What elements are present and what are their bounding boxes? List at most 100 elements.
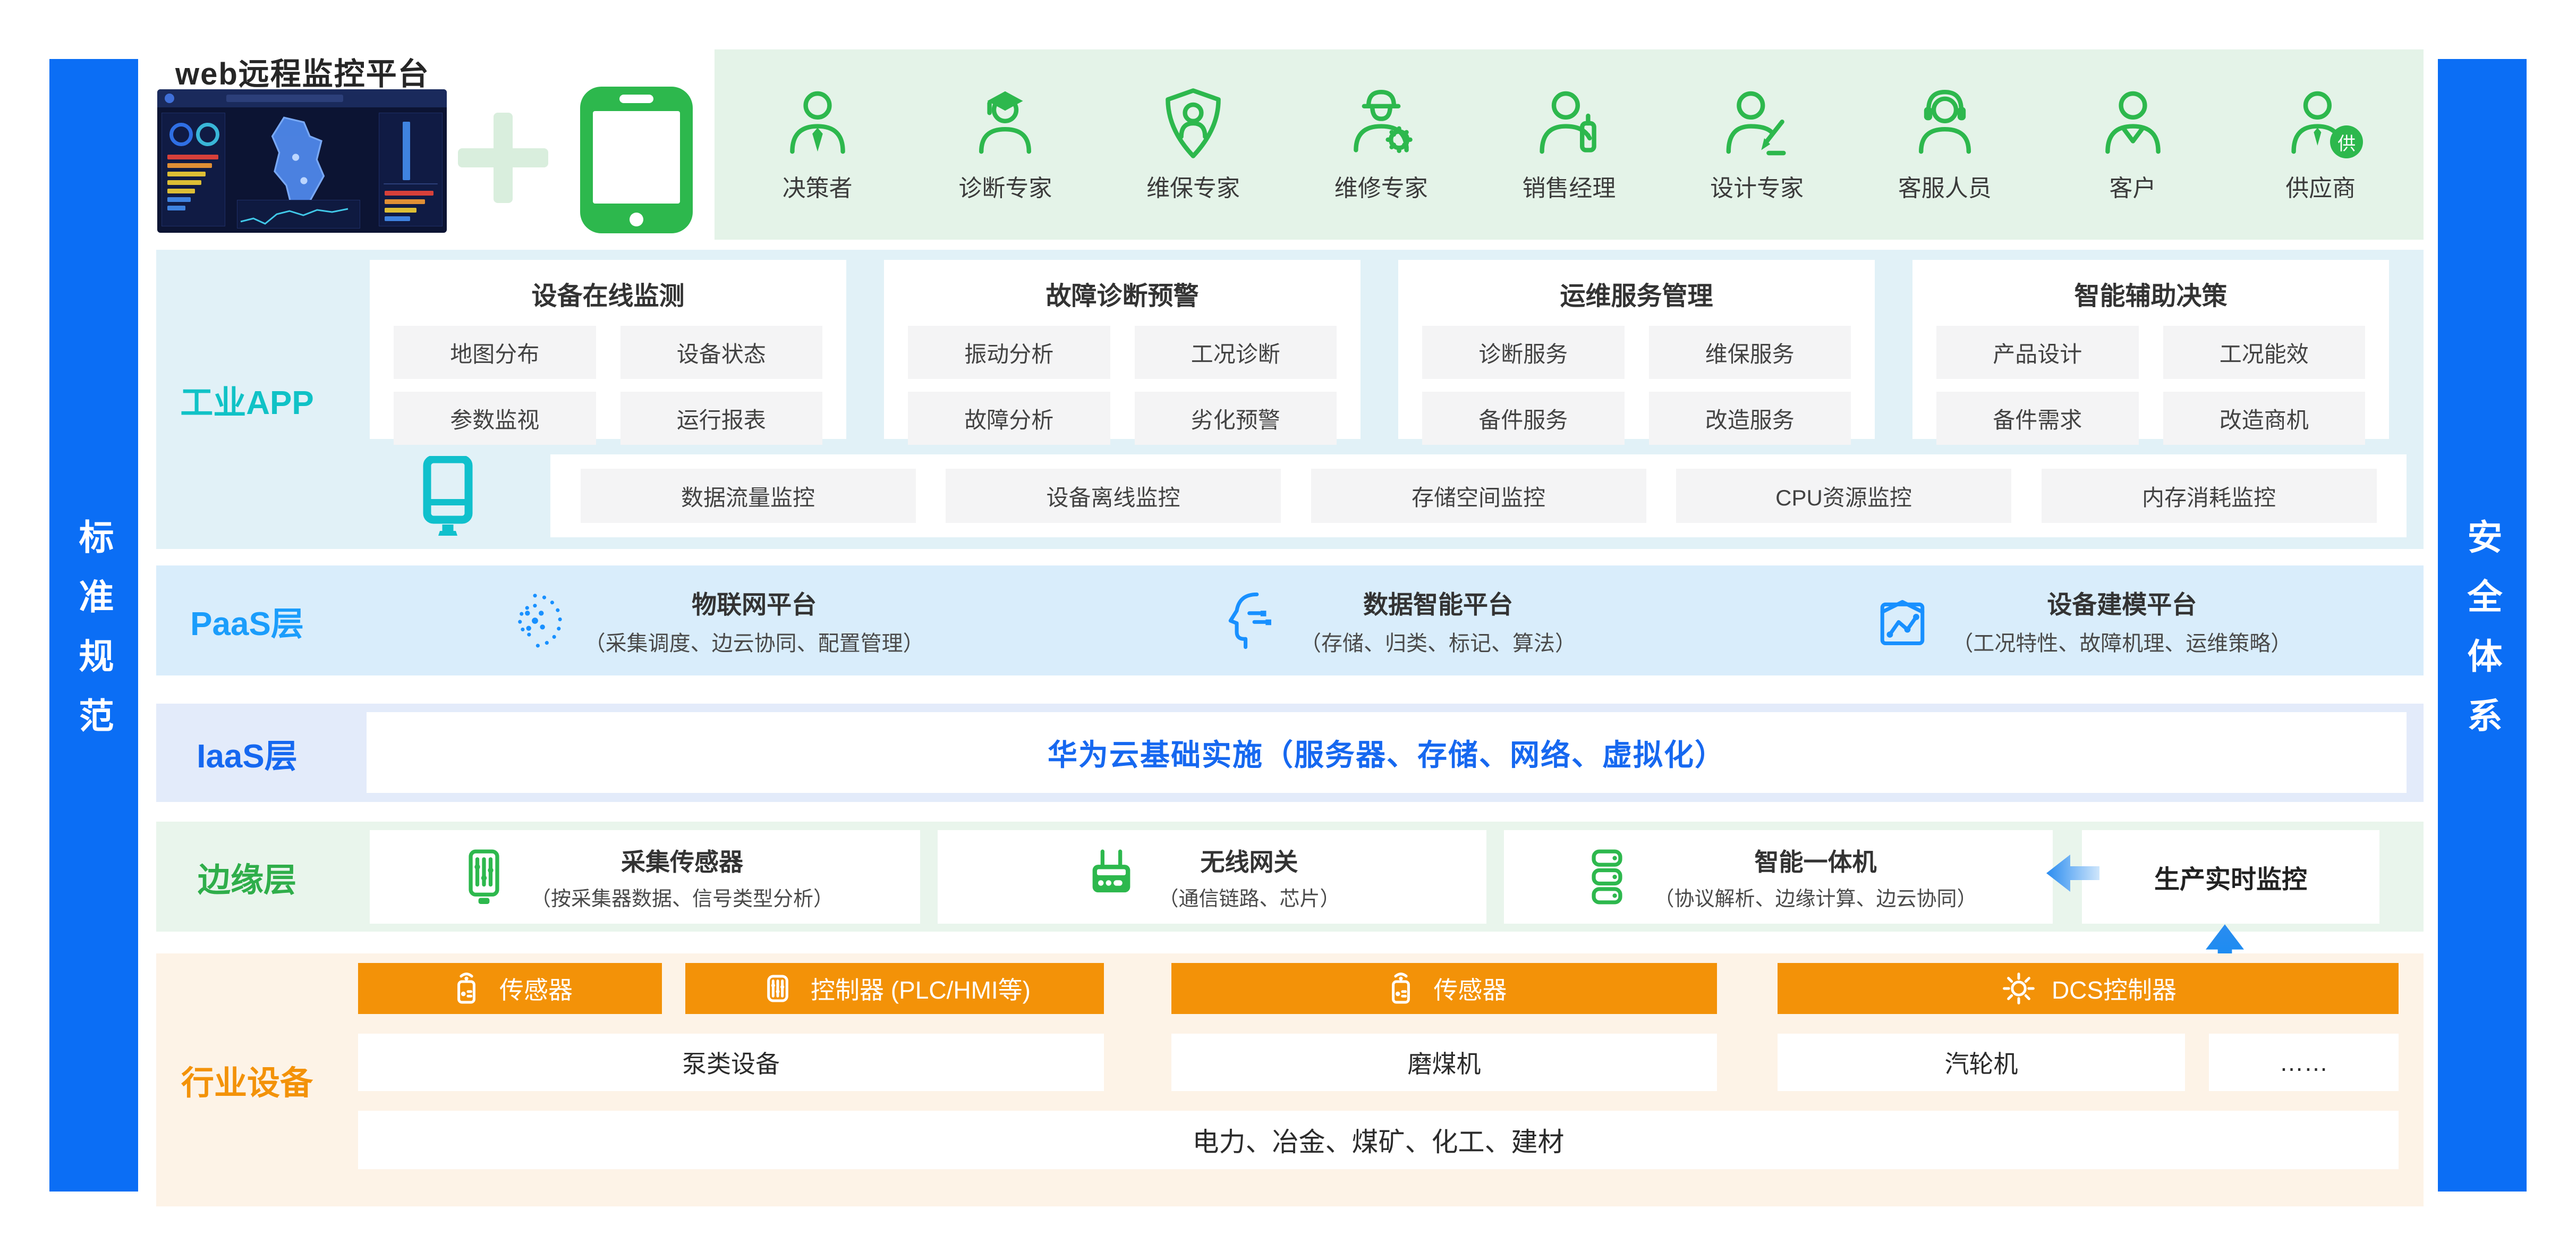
paas-platforms: 物联网平台 （采集调度、边云协同、配置管理） 数据智能平台 （存储、归类、标记、… bbox=[372, 565, 2424, 675]
paas-layer-label: PaaS层 bbox=[190, 605, 304, 643]
edge-layer-label: 边缘层 bbox=[197, 861, 296, 899]
dashboard-column bbox=[403, 122, 410, 180]
platform-subtitle: （存储、归类、标记、算法） bbox=[1299, 632, 1576, 655]
monitor-icon bbox=[423, 456, 473, 536]
design-expert-icon bbox=[1720, 86, 1794, 160]
persona-label: 决策者 bbox=[782, 175, 853, 201]
persona-label: 客服人员 bbox=[1898, 175, 1992, 201]
all-in-one-icon bbox=[1592, 849, 1623, 905]
persona-maintenance-expert: 维保专家 bbox=[1108, 86, 1278, 203]
huawei-cloud-box: 华为云基础实施（服务器、存储、网络、虚拟化） bbox=[367, 712, 2407, 793]
dashboard-bar bbox=[385, 208, 416, 213]
persona-supplier: 供 供应商 bbox=[2235, 86, 2405, 203]
device-layer-label: 行业设备 bbox=[181, 1065, 313, 1102]
node-all-in-one: 智能一体机 （协议解析、边缘计算、边云协同） bbox=[1504, 830, 2053, 924]
device-more: …… bbox=[2209, 1034, 2399, 1091]
group-title: 智能辅助决策 bbox=[2074, 282, 2228, 310]
group-fault-diagnosis: 故障诊断预警 振动分析 工况诊断 故障分析 劣化预警 bbox=[884, 260, 1361, 445]
page-title: web远程监控平台 bbox=[175, 57, 430, 91]
dashboard-bar bbox=[167, 189, 195, 193]
app-item: 劣化预警 bbox=[1134, 392, 1337, 445]
edge-nodes: 采集传感器 （按采集器数据、信号类型分析） 无线网关 （通信链路、芯片） bbox=[370, 830, 2379, 924]
app-item: 设备状态 bbox=[620, 326, 822, 379]
industry-device-layer: 行业设备 传感器 控制器 (PLC/HMI等) 传感器 bbox=[156, 953, 2424, 1206]
app-item: 改造服务 bbox=[1648, 392, 1851, 445]
dashboard-bar bbox=[385, 199, 425, 204]
app-item: 工况能效 bbox=[2163, 326, 2365, 379]
standards-sidebar-label: 标准规范 bbox=[74, 518, 114, 757]
device-steam-turbine: 汽轮机 bbox=[1778, 1034, 2185, 1091]
header-controller: 控制器 (PLC/HMI等) bbox=[685, 963, 1104, 1014]
platform-device-modeling: 设备建模平台 （工况特性、故障机理、运维策略） bbox=[1740, 565, 2424, 675]
node-subtitle: （通信链路、芯片） bbox=[1158, 888, 1340, 910]
app-item: 地图分布 bbox=[394, 326, 596, 379]
app-item: 参数监视 bbox=[394, 392, 596, 445]
persona-label: 维保专家 bbox=[1146, 175, 1240, 201]
maintenance-expert-icon bbox=[1156, 86, 1230, 160]
dashboard-bar bbox=[167, 180, 201, 185]
header-label: DCS控制器 bbox=[2051, 976, 2177, 1004]
service-staff-icon bbox=[1908, 86, 1982, 160]
node-subtitle: （按采集器数据、信号类型分析） bbox=[530, 888, 834, 910]
modeling-icon bbox=[1881, 599, 1925, 645]
header-sensor-2: 传感器 bbox=[1171, 963, 1717, 1014]
persona-label: 诊断专家 bbox=[958, 175, 1052, 201]
dashboard-bar bbox=[167, 163, 212, 168]
app-groups: 设备在线监测 地图分布 设备状态 参数监视 运行报表 故障诊断预警 振动分析 工… bbox=[370, 260, 2389, 445]
dcs-gear-icon bbox=[2003, 973, 2035, 1004]
dashboard-menu bbox=[226, 95, 343, 102]
platform-iot: 物联网平台 （采集调度、边云协同、配置管理） bbox=[372, 565, 1056, 675]
monitor-item: 存储空间监控 bbox=[1311, 469, 1646, 523]
group-title: 运维服务管理 bbox=[1560, 282, 1713, 310]
personas-band: 决策者 诊断专家 维保专家 bbox=[715, 49, 2424, 240]
wireless-gateway-icon bbox=[1093, 849, 1130, 893]
phone-icon bbox=[580, 87, 693, 233]
persona-service-staff: 客服人员 bbox=[1860, 86, 2030, 203]
group-items: 诊断服务 维保服务 备件服务 改造服务 bbox=[1422, 326, 1851, 445]
dashboard-bar bbox=[385, 216, 410, 221]
node-wireless-gateway: 无线网关 （通信链路、芯片） bbox=[938, 830, 1486, 924]
app-item: 备件需求 bbox=[1936, 392, 2139, 445]
platform-subtitle: （工况特性、故障机理、运维策略） bbox=[1952, 632, 2292, 655]
iaas-layer: IaaS层 华为云基础实施（服务器、存储、网络、虚拟化） bbox=[156, 704, 2424, 802]
app-item: 改造商机 bbox=[2163, 392, 2365, 445]
node-text: 智能一体机 （协议解析、边缘计算、边云协同） bbox=[1654, 843, 1977, 911]
platform-text: 设备建模平台 （工况特性、故障机理、运维策略） bbox=[1952, 584, 2292, 657]
sensor-icon bbox=[1391, 973, 1410, 1004]
dashboard-gauge bbox=[169, 123, 193, 146]
group-online-monitoring: 设备在线监测 地图分布 设备状态 参数监视 运行报表 bbox=[370, 260, 846, 445]
dashboard-bar bbox=[167, 197, 191, 202]
iot-icon bbox=[517, 593, 562, 648]
group-items: 振动分析 工况诊断 故障分析 劣化预警 bbox=[908, 326, 1337, 445]
persona-diagnosis-expert: 诊断专家 bbox=[920, 86, 1090, 203]
edge-layer: 边缘层 采集传感器 （按采集器数据、信号类型分析） bbox=[156, 822, 2424, 932]
header-sensor-1: 传感器 bbox=[358, 963, 662, 1014]
dashboard-screenshot bbox=[157, 89, 447, 233]
plus-icon bbox=[458, 113, 548, 203]
supplier-badge: 供 bbox=[2330, 125, 2364, 158]
group-smart-decision: 智能辅助决策 产品设计 工况能效 备件需求 改造商机 bbox=[1912, 260, 2389, 445]
supplier-icon: 供 bbox=[2283, 86, 2364, 160]
group-items: 地图分布 设备状态 参数监视 运行报表 bbox=[394, 326, 822, 445]
iaas-layer-label: IaaS层 bbox=[197, 738, 297, 775]
group-title: 故障诊断预警 bbox=[1045, 282, 1199, 310]
diagnosis-expert-icon bbox=[968, 86, 1042, 160]
platform-data-intelligence: 数据智能平台 （存储、归类、标记、算法） bbox=[1056, 565, 1739, 675]
dashboard-bar bbox=[167, 155, 218, 159]
decision-maker-icon bbox=[780, 86, 855, 160]
dashboard-linechart bbox=[237, 200, 360, 229]
left-arrow-icon bbox=[2046, 855, 2099, 892]
device-pump: 泵类设备 bbox=[358, 1034, 1104, 1091]
repair-expert-icon bbox=[1344, 86, 1418, 160]
app-item: 维保服务 bbox=[1648, 326, 1851, 379]
app-item: 备件服务 bbox=[1422, 392, 1625, 445]
standards-sidebar: 标准规范 bbox=[49, 59, 138, 1192]
persona-label: 维修专家 bbox=[1334, 175, 1428, 201]
platform-title: 设备建模平台 bbox=[2047, 590, 2197, 619]
group-title: 设备在线监测 bbox=[531, 282, 685, 310]
persona-label: 客户 bbox=[2109, 175, 2156, 201]
node-subtitle: （协议解析、边缘计算、边云协同） bbox=[1654, 888, 1977, 910]
dashboard-gauge bbox=[196, 123, 219, 146]
sensor-icon bbox=[457, 973, 475, 1004]
